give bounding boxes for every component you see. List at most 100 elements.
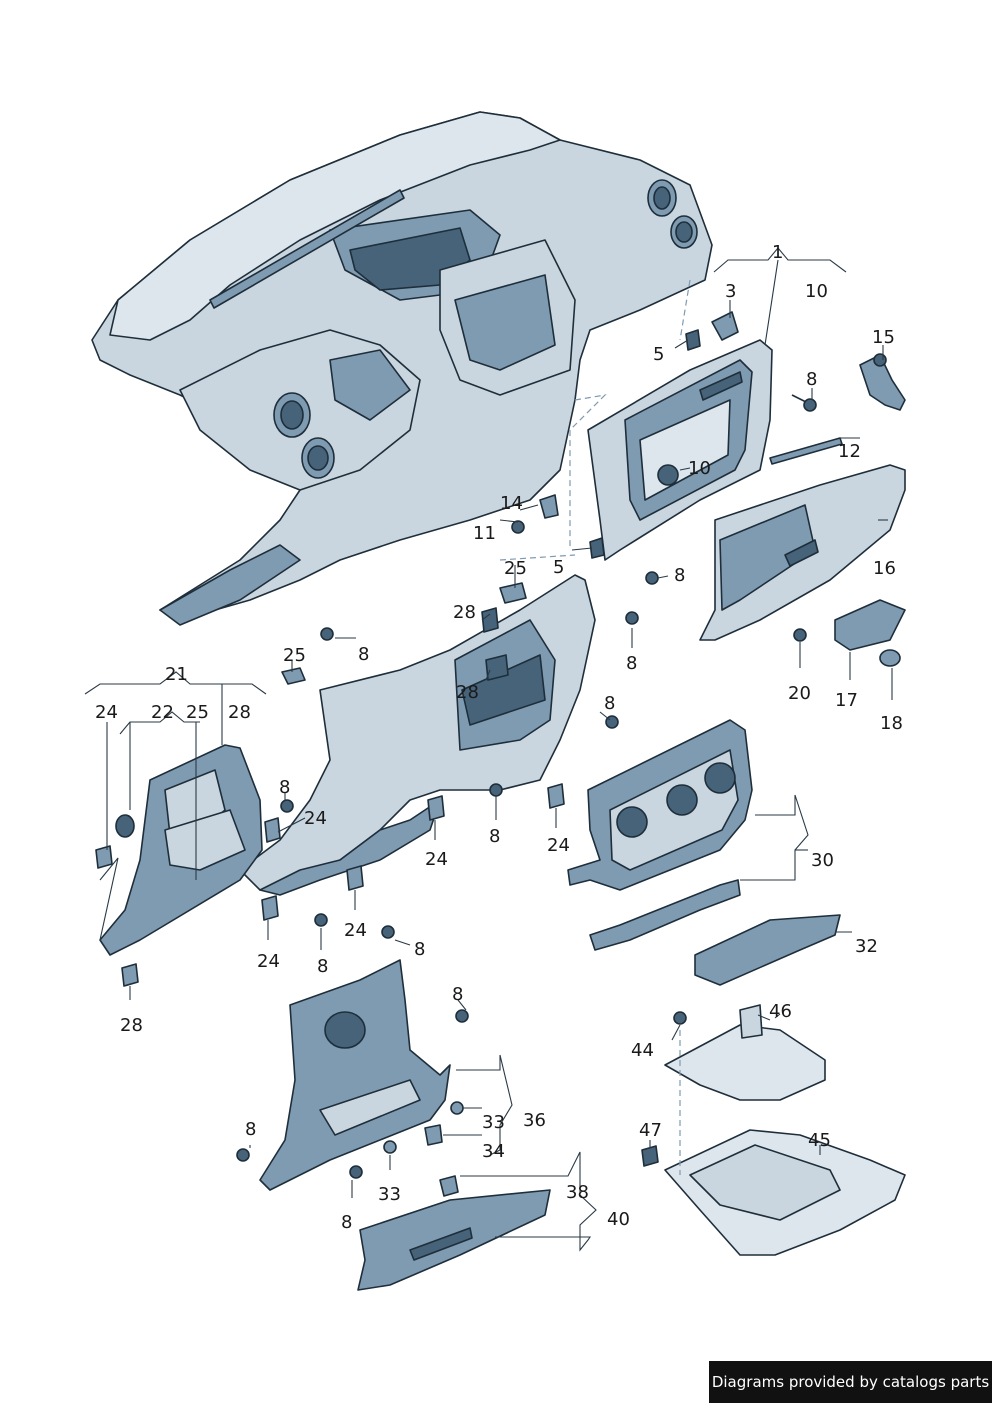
callout-18: 18 xyxy=(880,713,903,734)
callout-25: 25 xyxy=(186,702,209,723)
dashboard-assembly xyxy=(91,111,713,626)
center-lower-panel xyxy=(239,574,596,896)
fastener-part-14 xyxy=(539,494,559,519)
callout-44: 44 xyxy=(631,1040,654,1061)
callout-28: 28 xyxy=(453,602,476,623)
callout-47: 47 xyxy=(639,1120,662,1141)
bolt-8-h xyxy=(455,1009,469,1023)
callout-1: 1 xyxy=(772,242,783,263)
callout-8: 8 xyxy=(279,777,290,798)
callout-33: 33 xyxy=(378,1184,401,1205)
callout-36: 36 xyxy=(523,1110,546,1131)
callout-24: 24 xyxy=(344,920,367,941)
callout-45: 45 xyxy=(808,1130,831,1151)
callout-25: 25 xyxy=(283,645,306,666)
callout-8: 8 xyxy=(358,644,369,665)
callout-24: 24 xyxy=(95,702,118,723)
callout-8: 8 xyxy=(317,956,328,977)
clip-part-5-lower xyxy=(589,537,605,559)
callout-8: 8 xyxy=(604,693,615,714)
glove-box-part-16 xyxy=(699,464,906,641)
clip-33-a xyxy=(450,1101,464,1115)
callout-17: 17 xyxy=(835,690,858,711)
callout-24: 24 xyxy=(425,849,448,870)
callout-20: 20 xyxy=(788,683,811,704)
cap-part-18 xyxy=(879,649,901,667)
clip-24-left xyxy=(95,845,113,869)
leader-lines xyxy=(84,247,893,1252)
callout-16: 16 xyxy=(873,558,896,579)
callout-8: 8 xyxy=(414,939,425,960)
rod-part-12 xyxy=(769,437,843,465)
callout-24: 24 xyxy=(257,951,280,972)
callout-15: 15 xyxy=(872,327,895,348)
callout-5: 5 xyxy=(553,557,564,578)
clip-24-b xyxy=(427,795,445,821)
callout-8: 8 xyxy=(489,826,500,847)
callout-24: 24 xyxy=(547,835,570,856)
callout-10: 10 xyxy=(688,458,711,479)
left-bracket-assembly xyxy=(99,744,263,956)
bolt-8-g xyxy=(381,925,395,939)
clip-47 xyxy=(641,1145,659,1167)
bolt-8-j xyxy=(349,1165,363,1179)
bolt-8-upper-right xyxy=(791,394,817,412)
clip-part-25-top xyxy=(499,582,527,604)
callout-30: 30 xyxy=(811,850,834,871)
callout-25: 25 xyxy=(504,558,527,579)
callout-32: 32 xyxy=(855,936,878,957)
callout-21: 21 xyxy=(165,664,188,685)
callout-40: 40 xyxy=(607,1209,630,1230)
callout-labels: 1 3 10 5 15 8 12 10 14 11 16 5 8 25 28 8… xyxy=(95,242,903,1233)
callout-24: 24 xyxy=(304,808,327,829)
callout-8: 8 xyxy=(674,565,685,586)
callout-46: 46 xyxy=(769,1001,792,1022)
clip-part-5-top xyxy=(685,329,701,351)
metal-bracket-part-46 xyxy=(664,1004,826,1101)
callout-8: 8 xyxy=(626,653,637,674)
clip-38 xyxy=(439,1175,459,1197)
bolt-8-i xyxy=(236,1148,250,1162)
bolt-8-b xyxy=(625,611,639,625)
bolt-8-a xyxy=(320,627,334,641)
callout-8: 8 xyxy=(341,1212,352,1233)
upper-trim-frame xyxy=(587,339,773,561)
reference-dashed-lines xyxy=(499,279,691,561)
callout-10: 10 xyxy=(805,281,828,302)
attribution-text: Diagrams provided by catalogs parts xyxy=(711,1373,990,1391)
callout-12: 12 xyxy=(838,441,861,462)
callout-11: 11 xyxy=(473,523,496,544)
storage-tray-part-32 xyxy=(694,914,841,986)
callout-8: 8 xyxy=(806,369,817,390)
callout-8: 8 xyxy=(452,984,463,1005)
bolt-8-f xyxy=(314,913,328,927)
clip-part-28-top xyxy=(481,607,499,633)
callout-34: 34 xyxy=(482,1141,505,1162)
callout-28: 28 xyxy=(120,1015,143,1036)
attribution-banner: Diagrams provided by catalogs parts xyxy=(709,1361,992,1403)
callout-8: 8 xyxy=(245,1119,256,1140)
clip-part-25-left xyxy=(281,667,306,685)
clip-34 xyxy=(424,1124,443,1146)
callout-38: 38 xyxy=(566,1182,589,1203)
clip-part-28-center xyxy=(485,654,509,681)
clip-24-d xyxy=(346,865,364,891)
clip-24-e xyxy=(261,895,279,921)
screw-part-44 xyxy=(673,1011,687,1025)
latch-part-17 xyxy=(834,599,906,651)
lower-tray-assembly xyxy=(357,1189,551,1291)
callout-28: 28 xyxy=(228,702,251,723)
clip-24-c xyxy=(547,783,565,809)
bolt-8-e xyxy=(489,783,503,797)
clip-33-b xyxy=(383,1140,397,1154)
callout-22: 22 xyxy=(151,702,174,723)
bolt-8-mid-right xyxy=(645,571,659,585)
callout-28: 28 xyxy=(456,682,479,703)
clip-24-a xyxy=(264,817,281,843)
bracket-part-15 xyxy=(859,353,906,411)
bolt-11 xyxy=(511,520,525,534)
callout-5: 5 xyxy=(653,344,664,365)
bolt-8-d xyxy=(280,799,294,813)
callout-33: 33 xyxy=(482,1112,505,1133)
